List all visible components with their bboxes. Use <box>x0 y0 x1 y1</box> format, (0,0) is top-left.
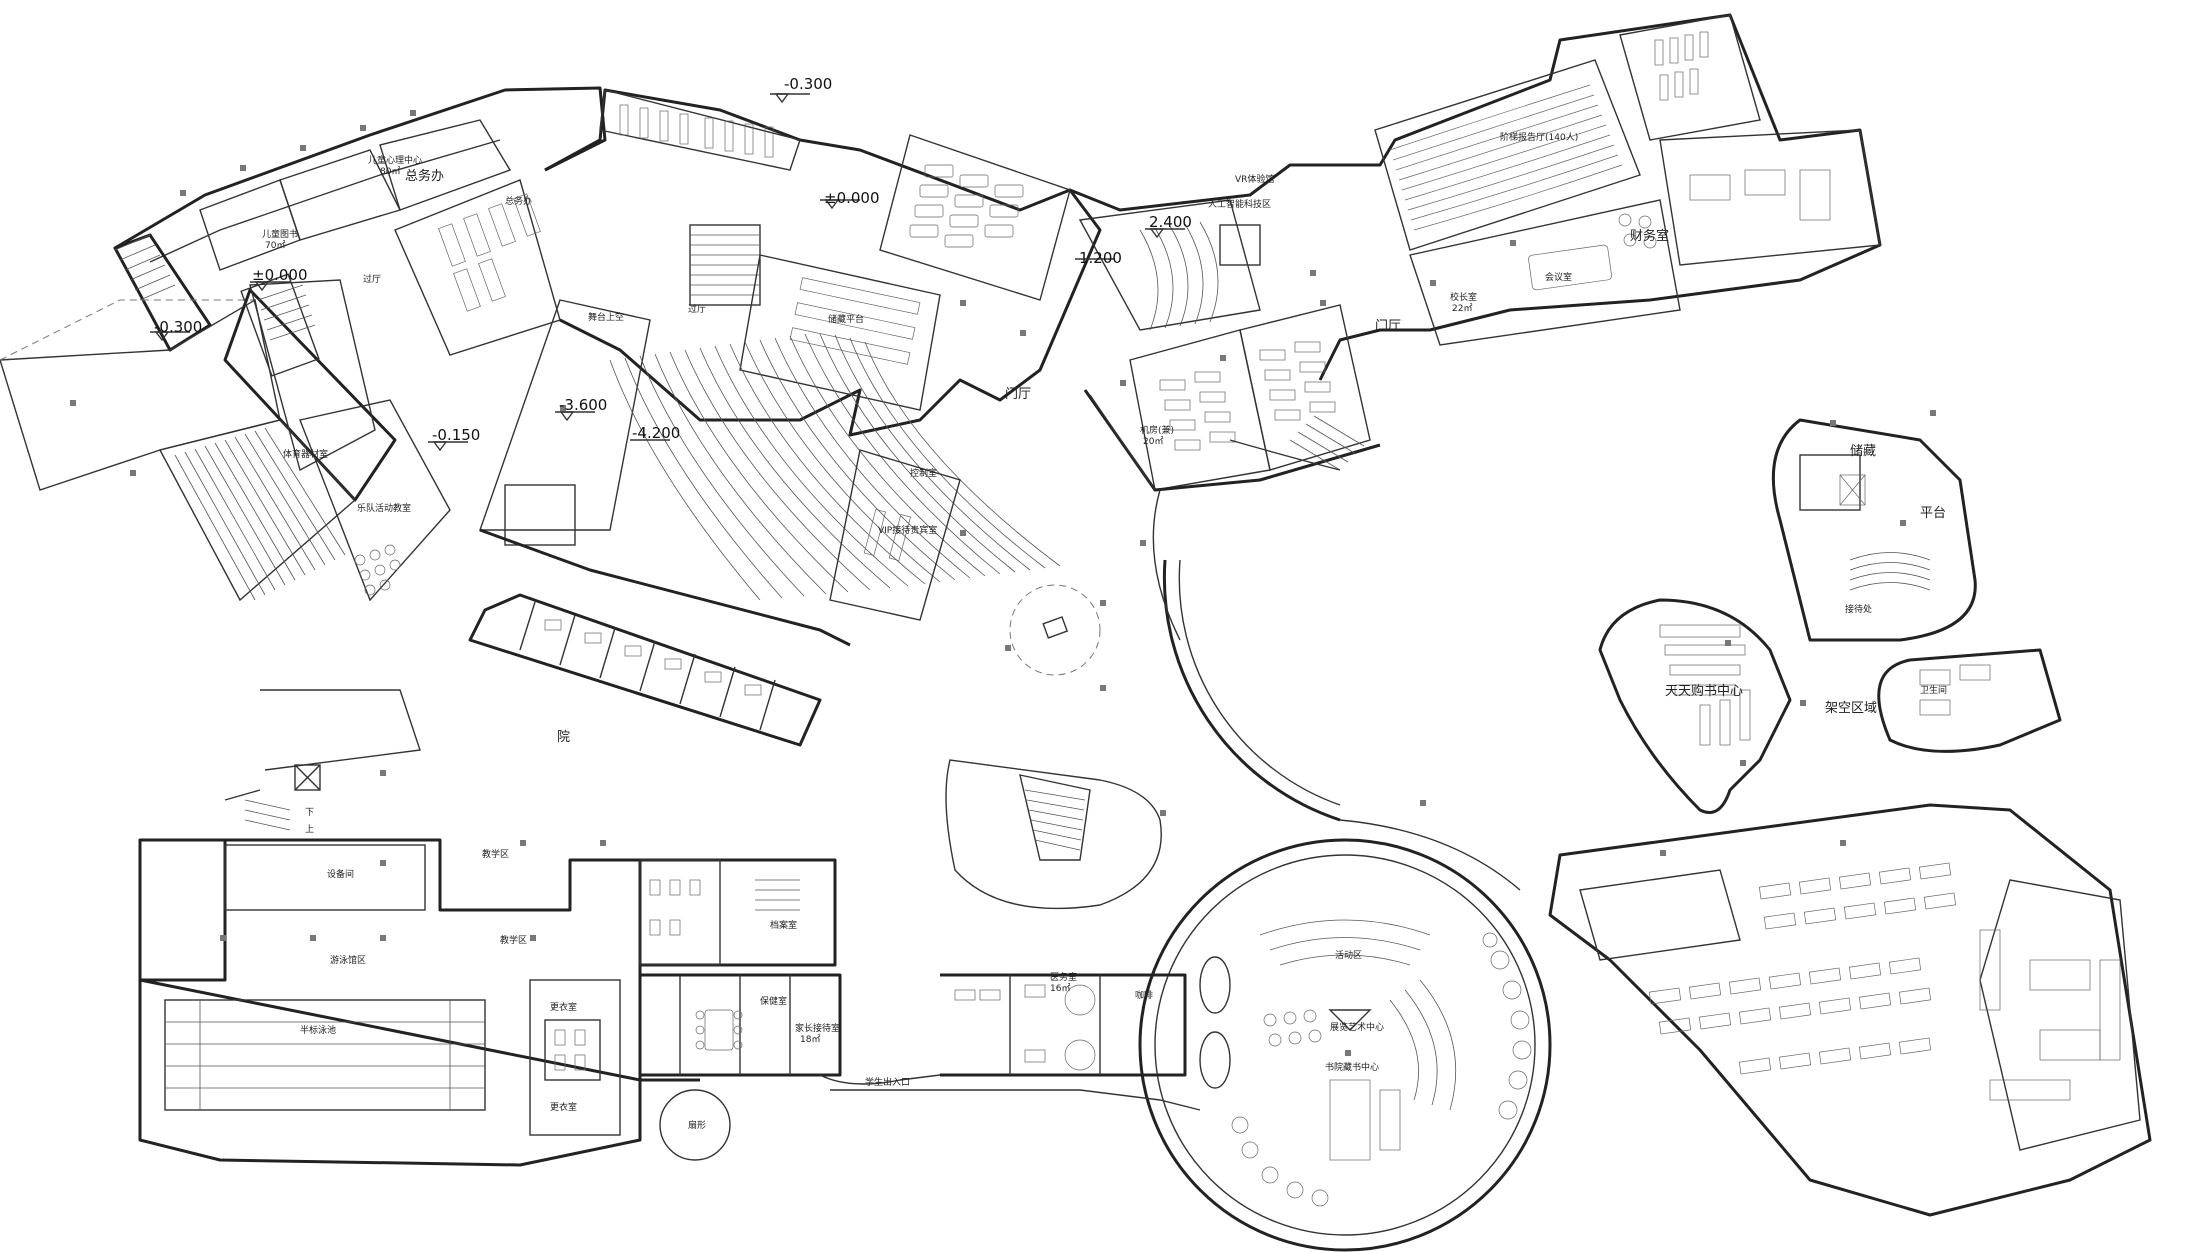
room-label: 平台 <box>1920 506 1946 521</box>
room-label: 阶梯报告厅(140人) <box>1500 131 1578 143</box>
elevation-marker: -0.300 <box>150 318 202 342</box>
room-label: 过厅 <box>363 273 381 285</box>
room-label: VR体验馆 <box>1235 173 1274 185</box>
room-label: 活动区 <box>1335 949 1362 961</box>
room-label: 卫生间 <box>1920 684 1947 696</box>
south-service <box>638 858 1201 1161</box>
east-tower <box>1771 418 2062 753</box>
room-label: 接待处 <box>1845 603 1872 615</box>
room-label: 保健室 <box>760 995 787 1007</box>
elevation-marker: 2.400 <box>1145 213 1192 239</box>
room-label: 上 <box>305 824 314 835</box>
elevation-marker: -3.600 <box>555 396 607 422</box>
room-label: 教学区 <box>500 934 527 946</box>
elevation-marker: -4.200 <box>630 424 680 442</box>
room-label: 更衣室 <box>550 1101 577 1113</box>
room-label: 机房(兼) <box>1140 424 1174 436</box>
room-label: 半标泳池 <box>300 1024 336 1036</box>
room-label: 总务办 <box>405 168 444 184</box>
elevation-label: -4.200 <box>632 424 680 442</box>
room-label: 舞台上空 <box>588 311 624 323</box>
room-label: 设备间 <box>327 868 354 880</box>
room-label: 储藏平台 <box>828 313 864 325</box>
room-label: 总务办 <box>505 195 532 207</box>
pool-block <box>138 689 700 1167</box>
room-label: 书院藏书中心 <box>1325 1061 1379 1073</box>
elevation-label: -0.150 <box>432 426 480 444</box>
elevation-label: ±0.000 <box>252 266 308 284</box>
central-block <box>468 88 1102 747</box>
book-center <box>1598 598 1792 814</box>
room-labels: 儿童图书 70㎡ 儿童心理中心 80㎡ 总务办 总务办 过厅 过厅 体育器材室 … <box>262 131 1947 1131</box>
room-label: 体育器材室 <box>283 448 328 460</box>
circular-center <box>1138 439 1552 1252</box>
courtyard-elements <box>945 489 1181 910</box>
room-label: 医务室 <box>1050 971 1077 983</box>
elevation-marker: -0.300 <box>770 75 832 104</box>
room-label: 儿童心理中心 <box>368 154 422 166</box>
room-area: 18㎡ <box>800 1034 820 1045</box>
room-label: 乐队活动教室 <box>357 502 411 514</box>
room-label: 档案室 <box>770 919 797 931</box>
room-label: 架空区域 <box>1825 701 1877 716</box>
room-label: 扇形 <box>688 1119 706 1131</box>
room-label: 教学区 <box>482 848 509 860</box>
room-area: 22㎡ <box>1452 303 1472 314</box>
elevation-label: -0.300 <box>154 318 202 336</box>
elevation-marker: ±0.000 <box>250 266 308 292</box>
room-label: 过厅 <box>688 303 706 315</box>
room-label: 学生出入口 <box>865 1076 910 1088</box>
room-label: 儿童图书 <box>262 228 298 240</box>
dining-kitchen <box>1548 803 2152 1217</box>
elevation-label: -0.300 <box>784 75 832 93</box>
room-label: 会议室 <box>1545 271 1572 283</box>
room-label: 门厅 <box>1375 319 1401 334</box>
columns <box>70 110 1936 1056</box>
room-label: 下 <box>305 808 314 818</box>
room-label: 校长室 <box>1450 291 1477 303</box>
north-east-block <box>1069 13 1882 492</box>
elevation-label: -3.600 <box>559 396 607 414</box>
elevation-markers: -0.300 ±0.000 ±0.000 -0.300 -0.150 -3.60… <box>150 75 1192 452</box>
elevation-marker: -0.150 <box>428 426 480 452</box>
room-label: 游泳馆区 <box>330 954 366 966</box>
room-label: 家长接待室 <box>795 1022 840 1034</box>
room-label: 更衣室 <box>550 1001 577 1013</box>
room-label: 财务室 <box>1630 228 1669 244</box>
elevation-label: ±0.000 <box>824 189 880 207</box>
room-area: 80㎡ <box>380 166 400 177</box>
room-label: 咖啡 <box>1135 989 1153 1001</box>
room-label: 门厅 <box>1005 387 1031 402</box>
room-label: 控制室 <box>910 467 937 479</box>
elevation-label: 1.200 <box>1079 249 1122 267</box>
elevation-marker: 1.200 <box>1075 249 1122 267</box>
elevation-label: 2.400 <box>1149 213 1192 231</box>
room-label: 储藏 <box>1850 444 1876 459</box>
room-area: 20㎡ <box>1143 436 1163 447</box>
room-label: VIP接待贵宾室 <box>878 524 937 536</box>
west-wing <box>0 86 607 602</box>
room-label: 院 <box>557 730 570 745</box>
elevation-marker: ±0.000 <box>820 189 880 210</box>
room-label: 人工智能科技区 <box>1208 198 1271 210</box>
room-label: 天天购书中心 <box>1665 683 1743 699</box>
room-label: 展览艺术中心 <box>1330 1021 1384 1033</box>
room-area: 70㎡ <box>265 240 285 251</box>
room-area: 16㎡ <box>1050 983 1070 994</box>
